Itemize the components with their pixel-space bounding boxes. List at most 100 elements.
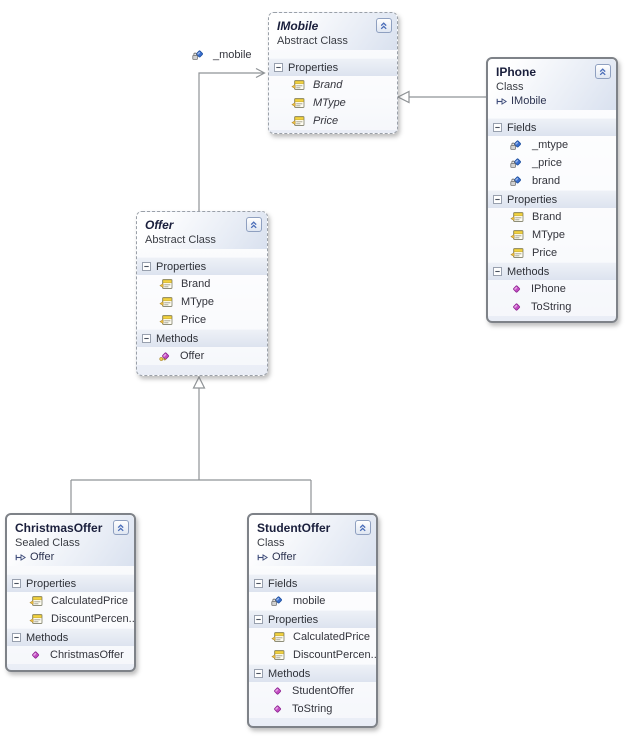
member-row-property[interactable]: Brand [269, 76, 397, 94]
association-mobile-connector[interactable] [198, 67, 266, 212]
member-row-property[interactable]: MType [488, 226, 616, 244]
class-title: IPhone [496, 65, 537, 79]
class-kind: Abstract Class [277, 35, 348, 47]
property-icon [291, 97, 306, 109]
inheritance-offers-connector[interactable] [70, 375, 312, 513]
section-header-fields[interactable]: Fields [249, 574, 376, 592]
class-header-offer: Offer Abstract Class [137, 212, 267, 249]
method-icon [271, 703, 285, 715]
class-title: ChristmasOffer [15, 521, 103, 535]
class-kind: Class [496, 81, 524, 93]
member-row-field[interactable]: _mtype [488, 136, 616, 154]
section-header-methods[interactable]: Methods [249, 664, 376, 682]
field-icon-private [510, 175, 525, 187]
property-icon [159, 296, 174, 308]
section-header-methods[interactable]: Methods [488, 262, 616, 280]
class-title: IMobile [277, 19, 319, 33]
collapse-section-icon[interactable] [142, 334, 151, 343]
member-row-property[interactable]: Price [137, 311, 267, 329]
class-box-studentoffer[interactable]: StudentOffer Class Offer Fields mobile P… [247, 513, 378, 728]
property-icon [510, 247, 525, 259]
member-row-property[interactable]: MType [137, 293, 267, 311]
base-type-name: Offer [30, 551, 55, 563]
collapse-button[interactable] [595, 64, 611, 79]
collapse-section-icon[interactable] [12, 579, 21, 588]
collapse-section-icon[interactable] [12, 633, 21, 642]
member-row-method[interactable]: ToString [488, 298, 616, 316]
section-header-fields[interactable]: Fields [488, 118, 616, 136]
class-header-imobile: IMobile Abstract Class [269, 13, 397, 50]
collapse-button[interactable] [246, 217, 262, 232]
member-row-method[interactable]: IPhone [488, 280, 616, 298]
member-row-field[interactable]: mobile [249, 592, 376, 610]
collapse-section-icon[interactable] [493, 195, 502, 204]
class-kind: Abstract Class [145, 234, 216, 246]
section-header-methods[interactable]: Methods [7, 628, 134, 646]
member-row-property[interactable]: MType [269, 94, 397, 112]
association-label-mobile[interactable]: _mobile [192, 49, 252, 61]
collapse-section-icon[interactable] [254, 615, 263, 624]
base-type-row: Offer [15, 550, 127, 564]
method-icon [271, 685, 285, 697]
inheritance-iphone-imobile-connector[interactable] [396, 90, 486, 104]
collapse-section-icon[interactable] [254, 579, 263, 588]
member-row-property[interactable]: DiscountPercen... [7, 610, 134, 628]
member-row-property[interactable]: Brand [137, 275, 267, 293]
section-header-properties[interactable]: Properties [488, 190, 616, 208]
section-header-methods[interactable]: Methods [137, 329, 267, 347]
member-row-property[interactable]: CalculatedPrice [249, 628, 376, 646]
field-icon-private [192, 49, 207, 61]
collapse-section-icon[interactable] [142, 262, 151, 271]
member-row-method[interactable]: ChristmasOffer [7, 646, 134, 664]
member-row-property[interactable]: Price [269, 112, 397, 130]
member-row-property[interactable]: Brand [488, 208, 616, 226]
section-header-properties[interactable]: Properties [269, 58, 397, 76]
collapse-section-icon[interactable] [493, 123, 502, 132]
collapse-button[interactable] [113, 520, 129, 535]
inherits-arrow-icon [257, 553, 268, 562]
member-row-property[interactable]: CalculatedPrice [7, 592, 134, 610]
method-icon [510, 301, 524, 313]
member-row-property[interactable]: Price [488, 244, 616, 262]
method-icon-protected [159, 350, 173, 362]
collapse-button[interactable] [355, 520, 371, 535]
member-row-method[interactable]: StudentOffer [249, 682, 376, 700]
property-icon [159, 314, 174, 326]
field-icon-private [271, 595, 286, 607]
property-icon [510, 211, 525, 223]
class-kind: Class [257, 537, 285, 549]
class-header-christmasoffer: ChristmasOffer Sealed Class Offer [7, 515, 134, 566]
class-box-offer[interactable]: Offer Abstract Class Properties Brand MT… [136, 211, 268, 376]
section-header-properties[interactable]: Properties [249, 610, 376, 628]
property-icon [29, 613, 44, 625]
class-box-iphone[interactable]: IPhone Class IMobile Fields _mtype _pric… [486, 57, 618, 323]
association-label-text: _mobile [213, 49, 252, 61]
class-header-iphone: IPhone Class IMobile [488, 59, 616, 110]
collapse-section-icon[interactable] [274, 63, 283, 72]
collapse-section-icon[interactable] [493, 267, 502, 276]
collapse-section-icon[interactable] [254, 669, 263, 678]
property-icon [159, 278, 174, 290]
class-box-christmasoffer[interactable]: ChristmasOffer Sealed Class Offer Proper… [5, 513, 136, 672]
member-row-method[interactable]: ToString [249, 700, 376, 718]
class-box-imobile[interactable]: IMobile Abstract Class Properties Brand … [268, 12, 398, 134]
member-row-field[interactable]: brand [488, 172, 616, 190]
property-icon [271, 631, 286, 643]
section-header-properties[interactable]: Properties [137, 257, 267, 275]
method-icon [510, 283, 524, 295]
base-type-name: Offer [272, 551, 297, 563]
member-row-method-protected[interactable]: Offer [137, 347, 267, 365]
method-icon [29, 649, 43, 661]
base-type-row: Offer [257, 550, 369, 564]
section-header-properties[interactable]: Properties [7, 574, 134, 592]
member-row-field[interactable]: _price [488, 154, 616, 172]
collapse-button[interactable] [376, 18, 392, 33]
property-icon [29, 595, 44, 607]
property-icon [271, 649, 286, 661]
inherits-arrow-icon [15, 553, 26, 562]
class-title: StudentOffer [257, 521, 331, 535]
field-icon-private [510, 157, 525, 169]
member-row-property[interactable]: DiscountPercen... [249, 646, 376, 664]
class-kind: Sealed Class [15, 537, 80, 549]
